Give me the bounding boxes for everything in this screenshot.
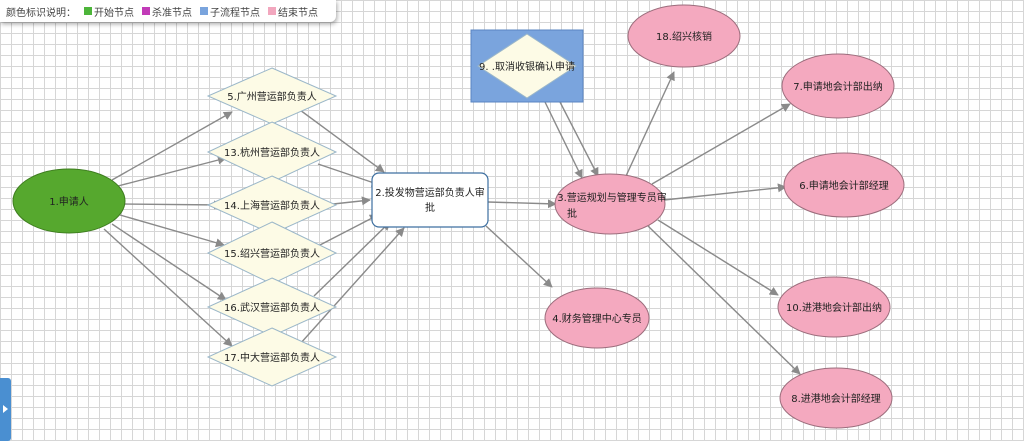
end-node-label: 6.申请地会计部经理	[799, 179, 889, 192]
edge-n1-n16	[111, 223, 227, 301]
legend-title: 颜色标识说明：	[6, 7, 76, 19]
side-panel-toggle[interactable]	[0, 378, 11, 441]
diamond-label: 15.绍兴营运部负责人	[224, 247, 320, 260]
node-shaoxing-writeoff[interactable]: 18.绍兴核销	[627, 4, 741, 68]
legend-item-subflow: 子流程节点	[200, 4, 260, 19]
end-node-shape	[783, 152, 905, 218]
edge-n2-n4	[485, 225, 553, 288]
node-guangzhou[interactable]: 5.广州营运部负责人	[206, 67, 338, 125]
legend-swatch-end	[268, 7, 276, 15]
end-node-label: 18.绍兴核销	[656, 30, 712, 43]
subflow-diamond-shape	[477, 33, 577, 99]
edge-n16-n2	[313, 221, 391, 297]
edge-n2-n3	[487, 199, 557, 209]
node-finance-center[interactable]: 4.财务管理中心专员	[544, 287, 650, 349]
edge-n13-n2	[317, 163, 381, 187]
diamond-label: 5.广州营运部负责人	[227, 90, 317, 103]
subflow-label: 9. .取消收银确认申请	[479, 60, 575, 73]
legend-label-subflow: 子流程节点	[210, 7, 260, 19]
color-legend: 颜色标识说明： 开始节点 杀准节点 子流程节点 结束节点	[0, 0, 336, 22]
end-node-shape	[777, 276, 891, 338]
node-zhongda[interactable]: 17.中大营运部负责人	[206, 327, 338, 387]
edge-n9-n3-a	[559, 101, 599, 177]
task-box-shape	[371, 172, 489, 228]
legend-label-end: 结束节点	[278, 7, 318, 19]
legend-label-approve: 杀准节点	[152, 7, 192, 19]
diamond-label: 13.杭州营运部负责人	[224, 146, 320, 159]
diamond-label: 16.武汉营运部负责人	[224, 301, 320, 314]
edge-n3-n6	[663, 183, 787, 201]
edge-n3-n7	[651, 103, 791, 185]
edge-n1-n5	[111, 111, 233, 181]
legend-swatch-approve	[142, 7, 150, 15]
end-node-shape	[544, 287, 650, 349]
legend-item-approve: 杀准节点	[142, 4, 192, 19]
legend-swatch-start	[84, 7, 92, 15]
edge-n3-n10	[657, 219, 779, 296]
legend-label-start: 开始节点	[94, 7, 134, 19]
edge-n15-n2	[317, 214, 379, 247]
end-node-shape	[779, 367, 893, 429]
node-ops-planning-approval[interactable]: 3.营运规划与管理专员审 批	[554, 173, 667, 235]
edges	[103, 71, 801, 375]
end-node-label: 7.申请地会计部出纳	[793, 80, 883, 93]
node-applicant[interactable]: 1.申请人	[12, 168, 126, 234]
edge-n5-n2	[299, 109, 385, 173]
edge-n1-n14	[123, 200, 223, 210]
node-dispatch-approval[interactable]: 2.投发物营运部负责人审 批	[371, 172, 489, 228]
diamond-label: 14.上海营运部负责人	[224, 199, 320, 212]
legend-item-end: 结束节点	[268, 4, 318, 19]
end-node-shape	[781, 53, 895, 119]
diamond-label: 17.中大营运部负责人	[224, 351, 320, 364]
edge-n1-n17	[103, 228, 233, 347]
chevron-right-icon	[3, 405, 8, 413]
diamond-shape	[206, 327, 338, 387]
node-port-accounting-manager[interactable]: 8.进港地会计部经理	[779, 367, 893, 429]
end-node-label-line1: 3.营运规划与管理专员审	[557, 191, 667, 204]
edge-n1-n13	[117, 155, 227, 187]
legend-swatch-subflow	[200, 7, 208, 15]
end-node-label: 10.进港地会计部出纳	[786, 301, 882, 314]
edge-n3-n18	[625, 71, 675, 177]
end-node-shape	[627, 4, 741, 68]
legend-item-start: 开始节点	[84, 4, 134, 19]
node-wuhan[interactable]: 16.武汉营运部负责人	[206, 277, 338, 337]
edge-n9-n3-b	[544, 101, 583, 179]
node-applicant-accounting-manager[interactable]: 6.申请地会计部经理	[783, 152, 905, 218]
edge-n3-n8	[647, 225, 801, 375]
edge-n1-n15	[119, 214, 225, 248]
edge-n17-n2	[299, 227, 405, 345]
start-node-shape	[12, 168, 126, 234]
end-node-label: 8.进港地会计部经理	[791, 392, 881, 405]
node-applicant-cashier[interactable]: 7.申请地会计部出纳	[781, 53, 895, 119]
node-port-cashier[interactable]: 10.进港地会计部出纳	[777, 276, 891, 338]
node-shaoxing[interactable]: 15.绍兴营运部负责人	[206, 221, 338, 285]
task-box-label-line2: 批	[425, 201, 435, 214]
node-hangzhou[interactable]: 13.杭州营运部负责人	[206, 121, 338, 183]
end-node-label-line2: 批	[567, 207, 577, 220]
start-node-label: 1.申请人	[49, 195, 89, 208]
task-box-label-line1: 2.投发物营运部负责人审	[375, 186, 485, 199]
node-shanghai[interactable]: 14.上海营运部负责人	[206, 175, 338, 235]
node-cancel-receipt-subflow[interactable]: 9. .取消收银确认申请	[470, 29, 584, 103]
end-node-label: 4.财务管理中心专员	[552, 312, 642, 325]
end-node-shape	[554, 173, 666, 235]
